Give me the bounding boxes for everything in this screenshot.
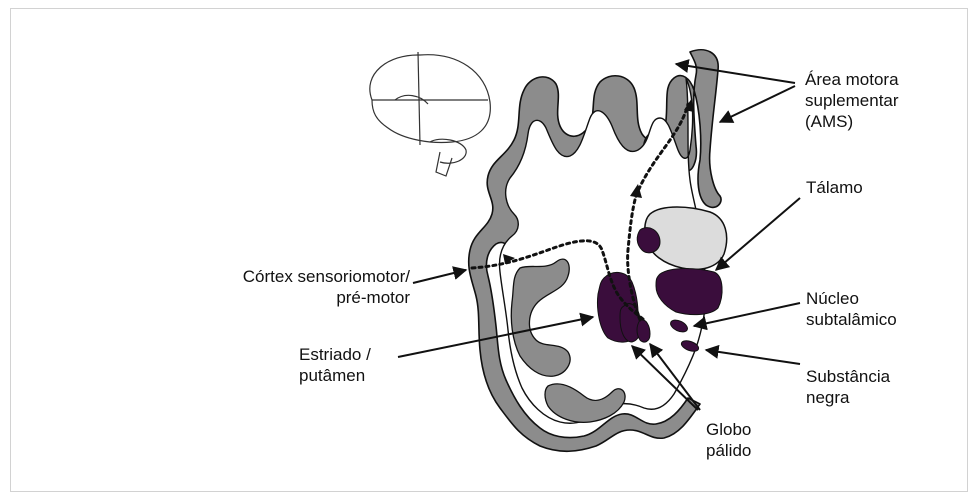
label-substantia-nigra: Substância negra xyxy=(806,366,890,408)
nucleus-small-upper xyxy=(637,228,660,253)
label-striatum-putamen: Estriado / putâmen xyxy=(299,344,371,386)
label-supplementary-motor-area: Área motora suplementar (AMS) xyxy=(805,69,899,132)
label-sensorimotor-cortex: Córtex sensoriomotor/ pré-motor xyxy=(226,266,410,308)
brain-thumbnail-icon xyxy=(370,52,491,176)
label-globus-pallidus: Globo pálido xyxy=(706,419,751,461)
label-thalamus: Tálamo xyxy=(806,177,863,198)
label-subthalamic-nucleus: Núcleo subtalâmico xyxy=(806,288,897,330)
coronal-slice xyxy=(469,50,727,452)
